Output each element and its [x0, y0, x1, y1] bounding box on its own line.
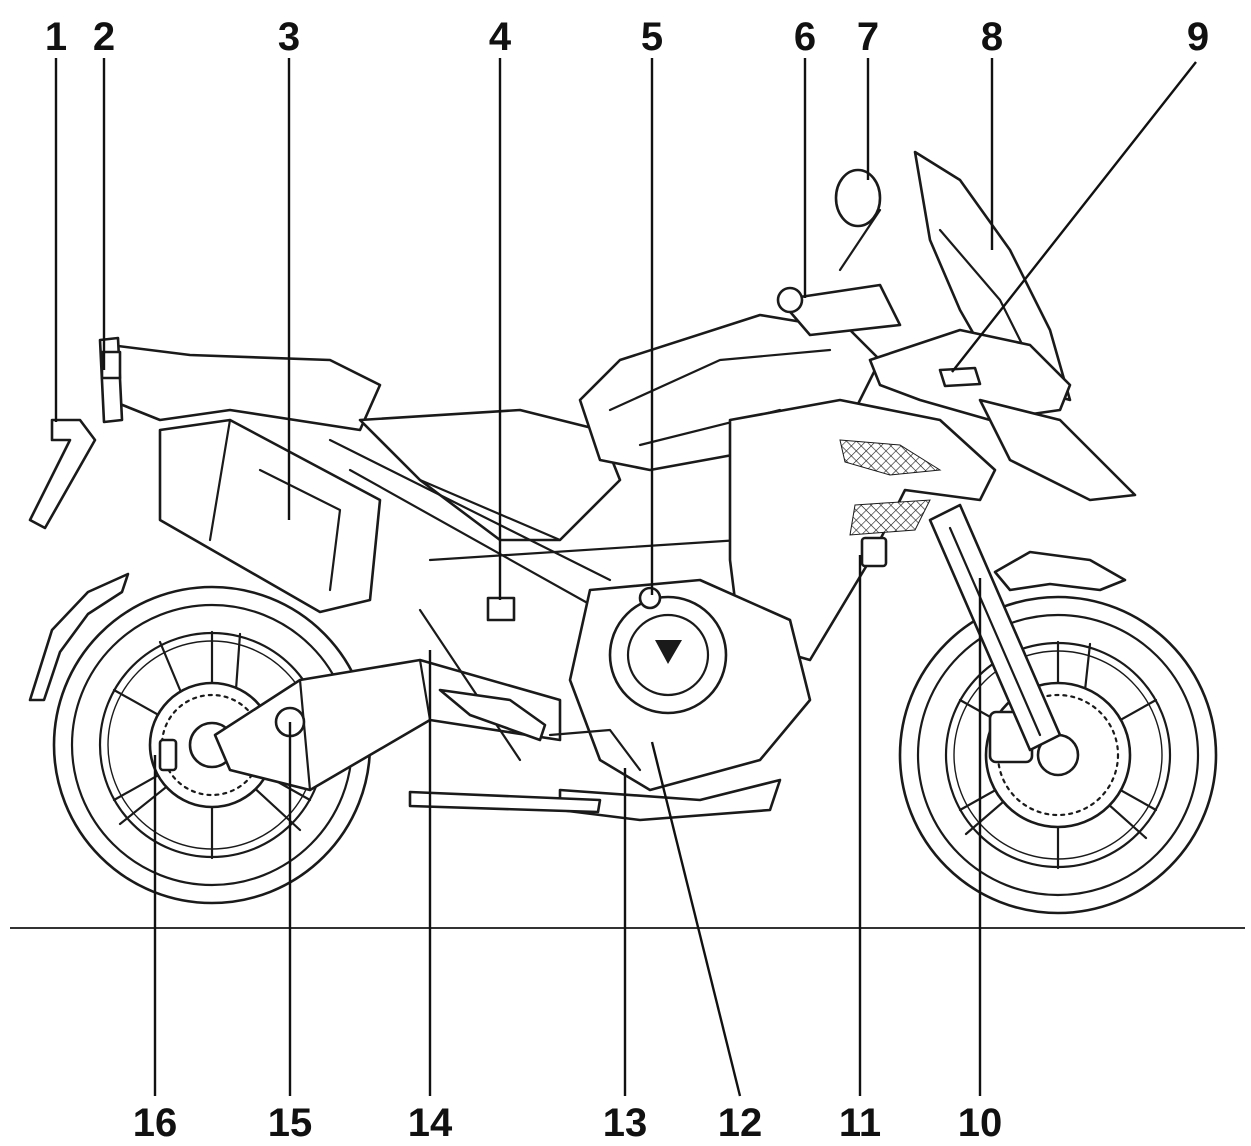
leader-9: [951, 61, 1197, 373]
tail-light: [100, 350, 122, 380]
front-fender: [993, 550, 1127, 592]
callout-5: 5: [641, 15, 663, 59]
callout-9: 9: [1187, 15, 1209, 59]
beak: [978, 398, 1137, 502]
callout-7: 7: [857, 15, 879, 59]
lower-grille: [849, 499, 931, 536]
rear-reflector: [158, 738, 178, 772]
main-frame: [328, 438, 742, 762]
gear-lever: [548, 728, 642, 772]
seat: [358, 408, 622, 542]
callout-15: 15: [268, 1101, 313, 1145]
callout-13: 13: [603, 1101, 648, 1145]
callout-4: 4: [489, 15, 512, 59]
callout-8: 8: [981, 15, 1003, 59]
callout-14: 14: [408, 1101, 453, 1145]
front-wheel: [898, 595, 1218, 915]
connector: [486, 596, 516, 622]
rear-subframe: [108, 343, 382, 432]
callout-6: 6: [794, 15, 816, 59]
filler-cap: [638, 586, 662, 610]
callout-numbers: 1 2 3 4 5 6 7 8 9 10 11 12 13 14 15 16: [45, 15, 1209, 1145]
front-fork: [928, 503, 1062, 752]
mirror: [834, 168, 882, 228]
rear-hugger: [28, 572, 130, 702]
handlebar: [778, 283, 902, 337]
callout-16: 16: [133, 1101, 178, 1145]
triumph-badge-icon: [655, 640, 682, 664]
leader-lines: [54, 58, 1197, 1097]
leader-12: [650, 741, 742, 1097]
footpeg-bracket: [438, 688, 547, 742]
callout-1: 1: [45, 15, 67, 59]
headlight: [938, 366, 982, 388]
callout-11: 11: [839, 1101, 881, 1145]
license-bracket: [28, 418, 97, 530]
side-reflector: [860, 536, 888, 568]
callout-12: 12: [718, 1101, 763, 1145]
callout-2: 2: [93, 15, 115, 59]
windscreen: [913, 150, 1072, 402]
callout-3: 3: [278, 15, 300, 59]
callout-10: 10: [958, 1101, 1003, 1145]
side-stand: [408, 790, 602, 814]
upper-grille: [839, 439, 942, 476]
